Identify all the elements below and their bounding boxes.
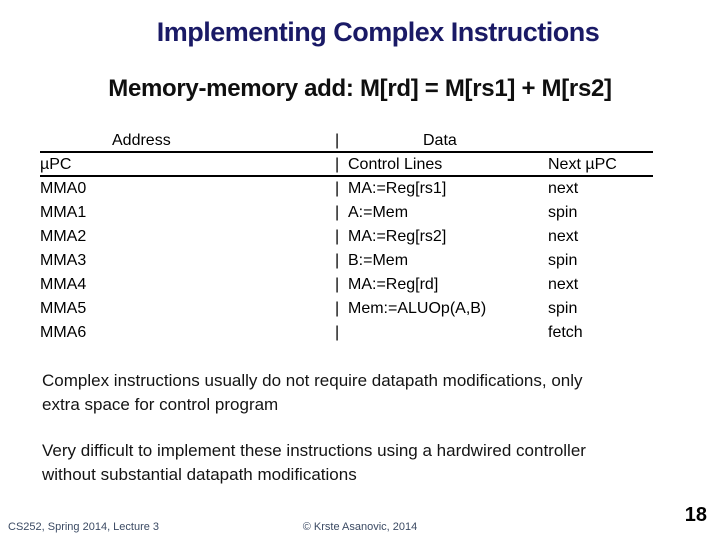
data-group-header: Data	[423, 132, 457, 149]
upc-cell: MMA1	[40, 204, 87, 221]
column-separator: |	[335, 252, 340, 269]
next-upc-cell: next	[548, 276, 579, 293]
column-separator: |	[335, 300, 340, 317]
page-title: Implementing Complex Instructions	[156, 17, 600, 47]
slide-page-number: 18	[684, 504, 707, 526]
table-row: MMA4 | MA:=Reg[rd] next	[40, 273, 653, 297]
control-lines-cell: MA:=Reg[rs2]	[348, 228, 447, 245]
column-separator: |	[335, 324, 340, 341]
footer-course-label: CS252, Spring 2014, Lecture 3	[8, 521, 160, 533]
upc-cell: MMA4	[40, 276, 87, 293]
table-row: MMA6 | fetch	[40, 321, 653, 345]
table-body: MMA0 | MA:=Reg[rs1] next MMA1 | A:=Mem s…	[40, 177, 653, 345]
paragraph-line: extra space for control program	[42, 395, 279, 414]
table-column-header-row: µPC | Control Lines Next µPC	[40, 153, 653, 177]
control-lines-cell	[348, 321, 548, 345]
column-separator: |	[335, 156, 340, 173]
paragraph-complex-instructions: Complex instructions usually do not requ…	[42, 369, 682, 417]
control-lines-cell: MA:=Reg[rs1]	[348, 180, 447, 197]
upc-cell: MMA5	[40, 300, 87, 317]
upc-cell: MMA3	[40, 252, 87, 269]
paragraph-line: Complex instructions usually do not requ…	[42, 371, 583, 390]
column-separator: |	[335, 228, 340, 245]
control-lines-cell: MA:=Reg[rd]	[348, 276, 439, 293]
slide-subtitle: Memory-memory add: M[rd] = M[rs1] + M[rs…	[108, 75, 612, 102]
table-row: MMA2 | MA:=Reg[rs2] next	[40, 225, 653, 249]
next-upc-cell: spin	[548, 204, 578, 221]
upc-cell: MMA6	[40, 324, 87, 341]
control-lines-cell: A:=Mem	[348, 204, 409, 221]
upc-cell: MMA2	[40, 228, 87, 245]
footer-copyright: © Krste Asanovic, 2014	[302, 521, 418, 533]
table-row: MMA3 | B:=Mem spin	[40, 249, 653, 273]
paragraph-line: Very difficult to implement these instru…	[42, 441, 586, 460]
upc-column-header: µPC	[40, 156, 72, 173]
table-row: MMA5 | Mem:=ALUOp(A,B) spin	[40, 297, 653, 321]
control-lines-column-header: Control Lines	[348, 156, 443, 173]
paragraph-hardwired-controller: Very difficult to implement these instru…	[42, 439, 682, 487]
paragraph-line: without substantial datapath modificatio…	[42, 465, 357, 484]
next-upc-cell: spin	[548, 252, 578, 269]
next-upc-cell: fetch	[548, 324, 583, 341]
next-upc-cell: spin	[548, 300, 578, 317]
next-upc-column-header: Next µPC	[548, 156, 617, 173]
control-lines-cell: B:=Mem	[348, 252, 409, 269]
column-separator: |	[335, 276, 340, 293]
table-row: MMA0 | MA:=Reg[rs1] next	[40, 177, 653, 201]
address-group-header: Address	[112, 132, 171, 149]
column-separator: |	[335, 180, 340, 197]
empty-cell	[548, 129, 653, 153]
table-group-header-row: Address | Data	[40, 129, 653, 153]
next-upc-cell: next	[548, 228, 579, 245]
upc-cell: MMA0	[40, 180, 87, 197]
column-separator: |	[335, 132, 340, 149]
control-lines-cell: Mem:=ALUOp(A,B)	[348, 300, 487, 317]
microcode-table: Address | Data µPC | Control Lines Next …	[40, 129, 653, 345]
next-upc-cell: next	[548, 180, 579, 197]
column-separator: |	[335, 204, 340, 221]
table-row: MMA1 | A:=Mem spin	[40, 201, 653, 225]
